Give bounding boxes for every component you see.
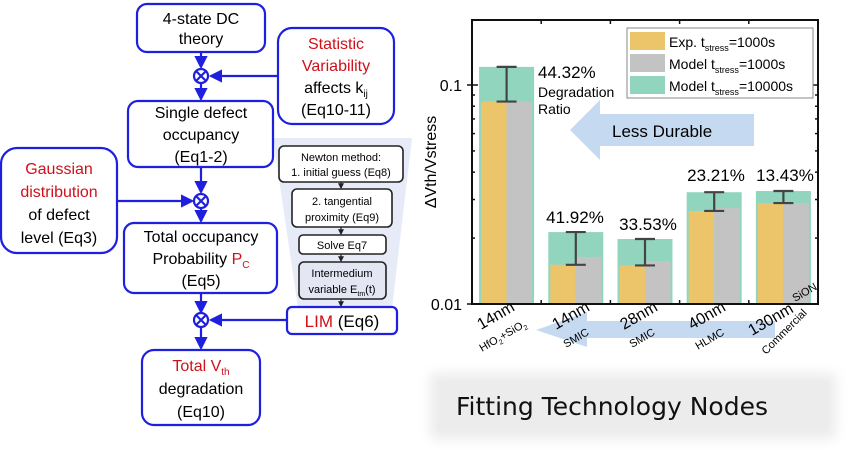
multiply-operator-2 [192,192,210,210]
less-durable-arrow [570,100,754,160]
legend-label-model-1000: Model tstress=1000s [669,56,785,75]
y-tick-label-0.01: 0.01 [431,297,462,314]
bar-exp-1000s-0 [481,101,507,304]
degradation-model-flowchart: 4-state DC theory Statistic Variability … [0,2,412,427]
multiply-operator-1 [192,67,210,85]
ratio-label-caption-1: Degradation [538,84,614,100]
ratio-label-caption-2: Ratio [538,101,571,117]
box-text: degradation [159,381,244,398]
box-text: LIM (Eq6) [305,312,380,331]
newton-step-2-box: 2. tangential proximity (Eq9) [291,188,393,228]
statistic-variability-box: Statistic Variability affects kij (Eq10-… [276,26,396,126]
plot-frame [471,19,819,305]
box-text-highlight: distribution [20,184,97,201]
multiply-operator-3 [192,311,210,329]
box-text: variable Etm(t) [308,284,375,298]
bar-exp-1000s-1 [550,264,576,304]
box-text: level (Eq3) [21,230,97,247]
box-text: theory [179,31,223,48]
four-state-dc-theory-box: 4-state DC theory [135,2,267,54]
figure-caption: Fitting Technology Nodes [438,381,828,431]
ratio-label-1: 41.92% [546,208,604,227]
legend-label-exp: Exp. tstress=1000s [669,34,775,53]
bar-exp-1000s-3 [688,210,715,304]
errorbar-4 [773,189,794,205]
ratio-label-4: 13.43% [756,166,814,185]
box-text: Intermedium [311,268,372,280]
legend-label-model-10000: Model tstress=10000s [669,78,793,97]
bar-model-1000s-0 [506,101,533,304]
box-text: Newton method: [301,152,381,164]
legend-swatch-exp [630,32,665,50]
box-text: (Eq1-2) [174,149,227,166]
ratio-label-3: 23.21% [687,166,745,185]
gaussian-distribution-box: Gaussian distribution of defect level (E… [0,146,119,255]
single-defect-occupancy-box: Single defect occupancy (Eq1-2) [126,99,275,169]
legend-swatch-model-10000 [630,76,665,94]
errorbar-1 [565,230,586,266]
box-text: occupancy [163,127,240,144]
bar-model-1000s-4 [783,203,809,304]
less-durable-label: Less Durable [612,122,712,141]
legend-swatch-model-1000 [630,54,665,72]
box-text: affects kij [304,80,368,100]
lim-box: LIM (Eq6) [285,305,399,336]
errorbar-0 [496,65,517,103]
newton-step-1-box: Newton method: 1. initial guess (Eq8) [278,145,404,183]
box-text-highlight: Variability [302,58,370,75]
bar-exp-1000s-2 [619,265,645,304]
newton-step-3-box: Solve Eq7 [298,234,387,255]
box-text: Probability PC [152,251,249,271]
box-text: 1. initial guess (Eq8) [291,167,391,179]
connectors [117,52,287,351]
ratio-label-0: 44.32% [538,63,596,82]
box-text: (Eq5) [181,273,220,290]
bar-model-1000s-2 [645,261,671,304]
box-text: 4-state DC [163,11,239,28]
errorbar-2 [635,237,655,267]
box-text-highlight: Total Vth [172,358,229,378]
box-text: Single defect [155,105,248,122]
errorbars-layer [496,65,794,267]
box-text: of defect [28,207,90,224]
legend: Exp. tstress=1000s Model tstress=1000s M… [626,27,814,99]
box-text: 2. tangential [312,196,372,208]
total-vth-degradation-box: Total Vth degradation (Eq10) [140,348,262,427]
bar-exp-1000s-4 [757,203,784,304]
bar-model-1000s-3 [714,208,740,304]
newton-step-4-box: Intermedium variable Etm(t) [298,261,387,300]
y-tick-label-0.1: 0.1 [440,78,462,95]
ratio-label-2: 33.53% [619,215,677,234]
bottom-durability-arrow [536,312,775,347]
bars-layer [479,66,811,305]
box-text-highlight: Statistic [308,36,364,53]
box-text: proximity (Eq9) [305,212,379,224]
total-occupancy-probability-box: Total occupancy Probability PC (Eq5) [122,221,279,295]
box-text-highlight: Gaussian [25,161,93,178]
errorbar-3 [704,191,725,213]
box-text: Total occupancy [144,229,259,246]
box-text: Solve Eq7 [317,240,367,252]
box-text: (Eq10-11) [301,102,371,119]
y-axis-label: ΔVth/Vstress [423,116,440,209]
box-text: (Eq10) [177,404,225,421]
